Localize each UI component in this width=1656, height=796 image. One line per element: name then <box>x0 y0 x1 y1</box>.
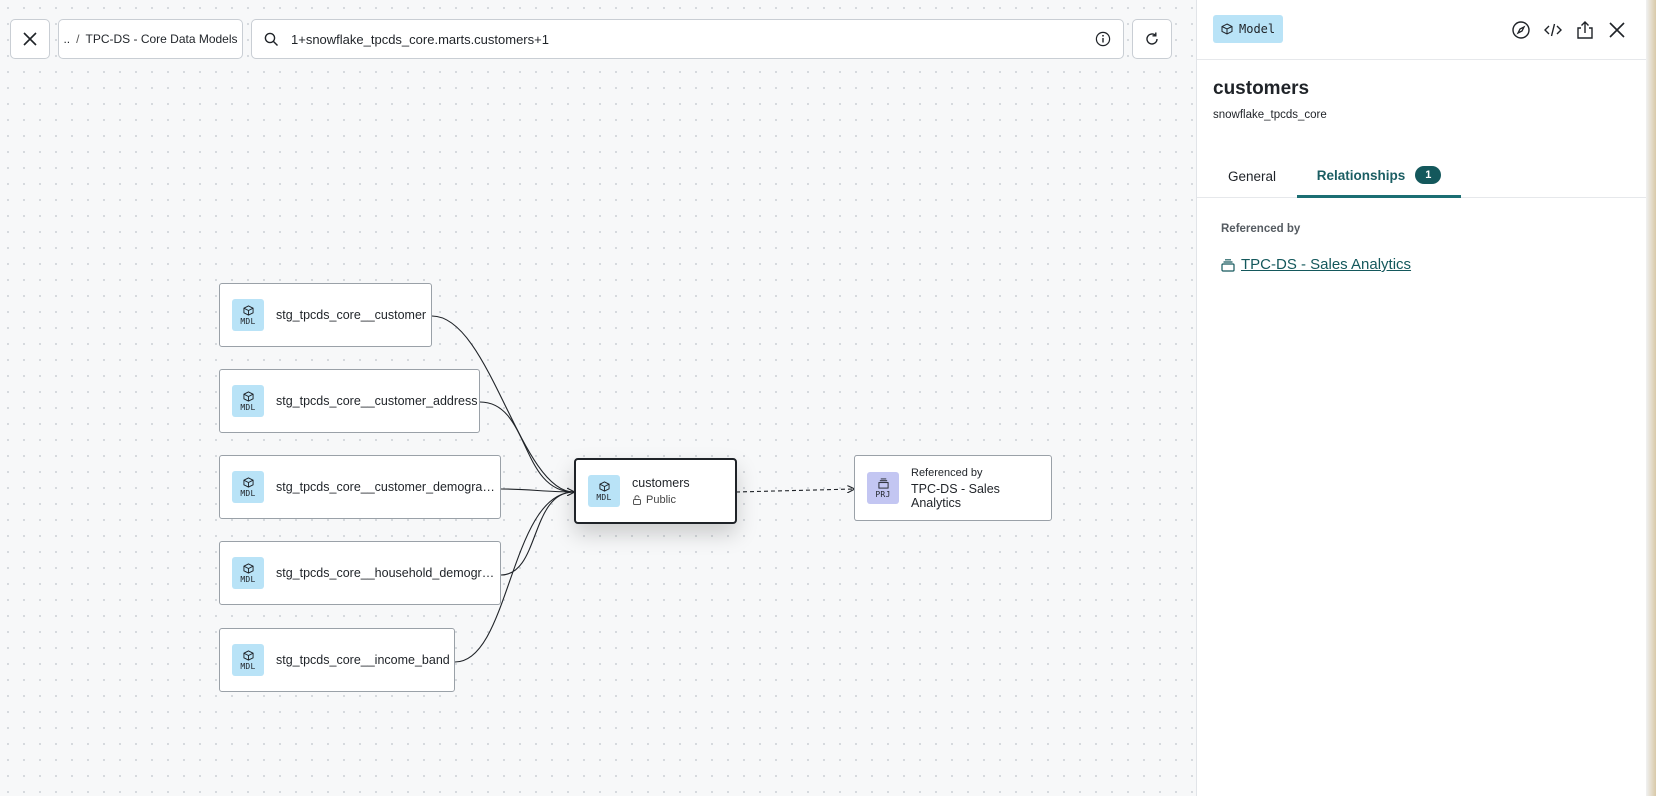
type-chip: Model <box>1213 15 1284 43</box>
close-panel-button[interactable] <box>1605 18 1629 42</box>
tab-general[interactable]: General <box>1228 155 1276 198</box>
panel-header: Model <box>1197 0 1647 60</box>
node-caption: Referenced by <box>911 466 983 479</box>
close-icon <box>1609 22 1625 38</box>
node-label: stg_tpcds_core__income_band <box>276 653 450 667</box>
breadcrumb-parent[interactable]: .. <box>63 32 71 46</box>
explore-button[interactable] <box>1509 18 1533 42</box>
lineage-canvas[interactable]: .. / TPC-DS - Core Data Models 1+snowfla… <box>0 0 1196 796</box>
tab-relationships[interactable]: Relationships 1 <box>1297 155 1461 198</box>
close-button[interactable] <box>10 19 50 59</box>
cube-icon <box>242 649 254 661</box>
badge-code: MDL <box>240 661 256 671</box>
breadcrumb-current: TPC-DS - Core Data Models <box>85 32 238 46</box>
edge-customer-demographics <box>500 488 575 493</box>
share-button[interactable] <box>1573 18 1597 42</box>
view-code-button[interactable] <box>1541 18 1565 42</box>
node-label: stg_tpcds_core__household_demogr… <box>276 566 495 580</box>
badge-code: PRJ <box>875 489 891 499</box>
project-badge: PRJ <box>867 472 899 504</box>
tab-label: General <box>1228 169 1277 184</box>
cube-icon <box>1221 23 1233 35</box>
badge-code: MDL <box>240 574 256 584</box>
node-label: stg_tpcds_core__customer <box>276 308 427 322</box>
model-badge: MDL <box>588 475 620 507</box>
model-badge: MDL <box>232 471 264 503</box>
cube-icon <box>242 476 254 488</box>
referenced-by-link-text[interactable]: TPC-DS - Sales Analytics <box>1241 256 1412 273</box>
search-query[interactable]: 1+snowflake_tpcds_core.marts.customers+1 <box>291 31 549 47</box>
model-badge: MDL <box>232 557 264 589</box>
access-level: Public <box>632 494 690 506</box>
node-label: stg_tpcds_core__customer_demogra… <box>276 480 495 494</box>
model-badge: MDL <box>232 299 264 331</box>
node-label: stg_tpcds_core__customer_address <box>276 394 478 408</box>
badge-code: MDL <box>240 316 256 326</box>
cube-icon <box>242 390 254 402</box>
search-input[interactable]: 1+snowflake_tpcds_core.marts.customers+1 <box>251 19 1124 59</box>
share-icon <box>1577 21 1593 39</box>
badge-code: MDL <box>596 492 612 502</box>
panel-tabs: General Relationships 1 <box>1197 155 1647 198</box>
panel-title: customers <box>1213 78 1310 99</box>
tab-label: Relationships <box>1316 167 1406 183</box>
type-label: Model <box>1239 22 1276 36</box>
node-stg-customer-demographics[interactable]: MDL stg_tpcds_core__customer_demogra… <box>219 455 501 519</box>
badge-code: MDL <box>240 488 256 498</box>
refresh-button[interactable] <box>1132 19 1172 59</box>
count-badge: 1 <box>1415 166 1442 184</box>
code-icon <box>1544 23 1562 37</box>
node-stg-customer-address[interactable]: MDL stg_tpcds_core__customer_address <box>219 369 480 433</box>
referenced-by-link[interactable]: TPC-DS - Sales Analytics <box>1221 256 1411 273</box>
breadcrumb[interactable]: .. / TPC-DS - Core Data Models <box>58 19 243 59</box>
node-customers-selected[interactable]: MDL customers Public <box>574 458 737 524</box>
lock-open-icon <box>633 495 641 505</box>
cube-icon <box>242 304 254 316</box>
node-referenced-by-project[interactable]: PRJ Referenced by TPC-DS - Sales Analyti… <box>854 455 1052 521</box>
model-badge: MDL <box>232 644 264 676</box>
project-icon <box>877 477 889 489</box>
refresh-icon <box>1146 32 1158 45</box>
model-badge: MDL <box>232 385 264 417</box>
details-panel: Model customers snowflake_tpcds_core Gen… <box>1196 0 1647 796</box>
close-icon <box>23 32 37 46</box>
node-label: TPC-DS - Sales Analytics <box>911 481 1000 510</box>
window-edge <box>1646 0 1656 796</box>
cube-icon <box>598 480 610 492</box>
access-label: Public <box>646 494 676 506</box>
project-icon <box>1221 258 1235 272</box>
node-stg-income-band[interactable]: MDL stg_tpcds_core__income_band <box>219 628 455 692</box>
edge-household-demographics <box>500 491 575 576</box>
edge-referenced-by <box>735 489 854 492</box>
search-icon <box>264 32 278 46</box>
info-icon[interactable] <box>1095 31 1111 47</box>
breadcrumb-separator: / <box>76 32 80 46</box>
lineage-edges <box>431 315 1196 663</box>
compass-icon <box>1512 21 1530 39</box>
referenced-by-heading: Referenced by <box>1221 223 1301 235</box>
node-stg-customer[interactable]: MDL stg_tpcds_core__customer <box>219 283 432 347</box>
node-stg-household-demographics[interactable]: MDL stg_tpcds_core__household_demogr… <box>219 541 501 605</box>
badge-code: MDL <box>240 402 256 412</box>
panel-subtitle: snowflake_tpcds_core <box>1213 109 1327 121</box>
node-label: customers <box>632 476 690 490</box>
cube-icon <box>242 562 254 574</box>
